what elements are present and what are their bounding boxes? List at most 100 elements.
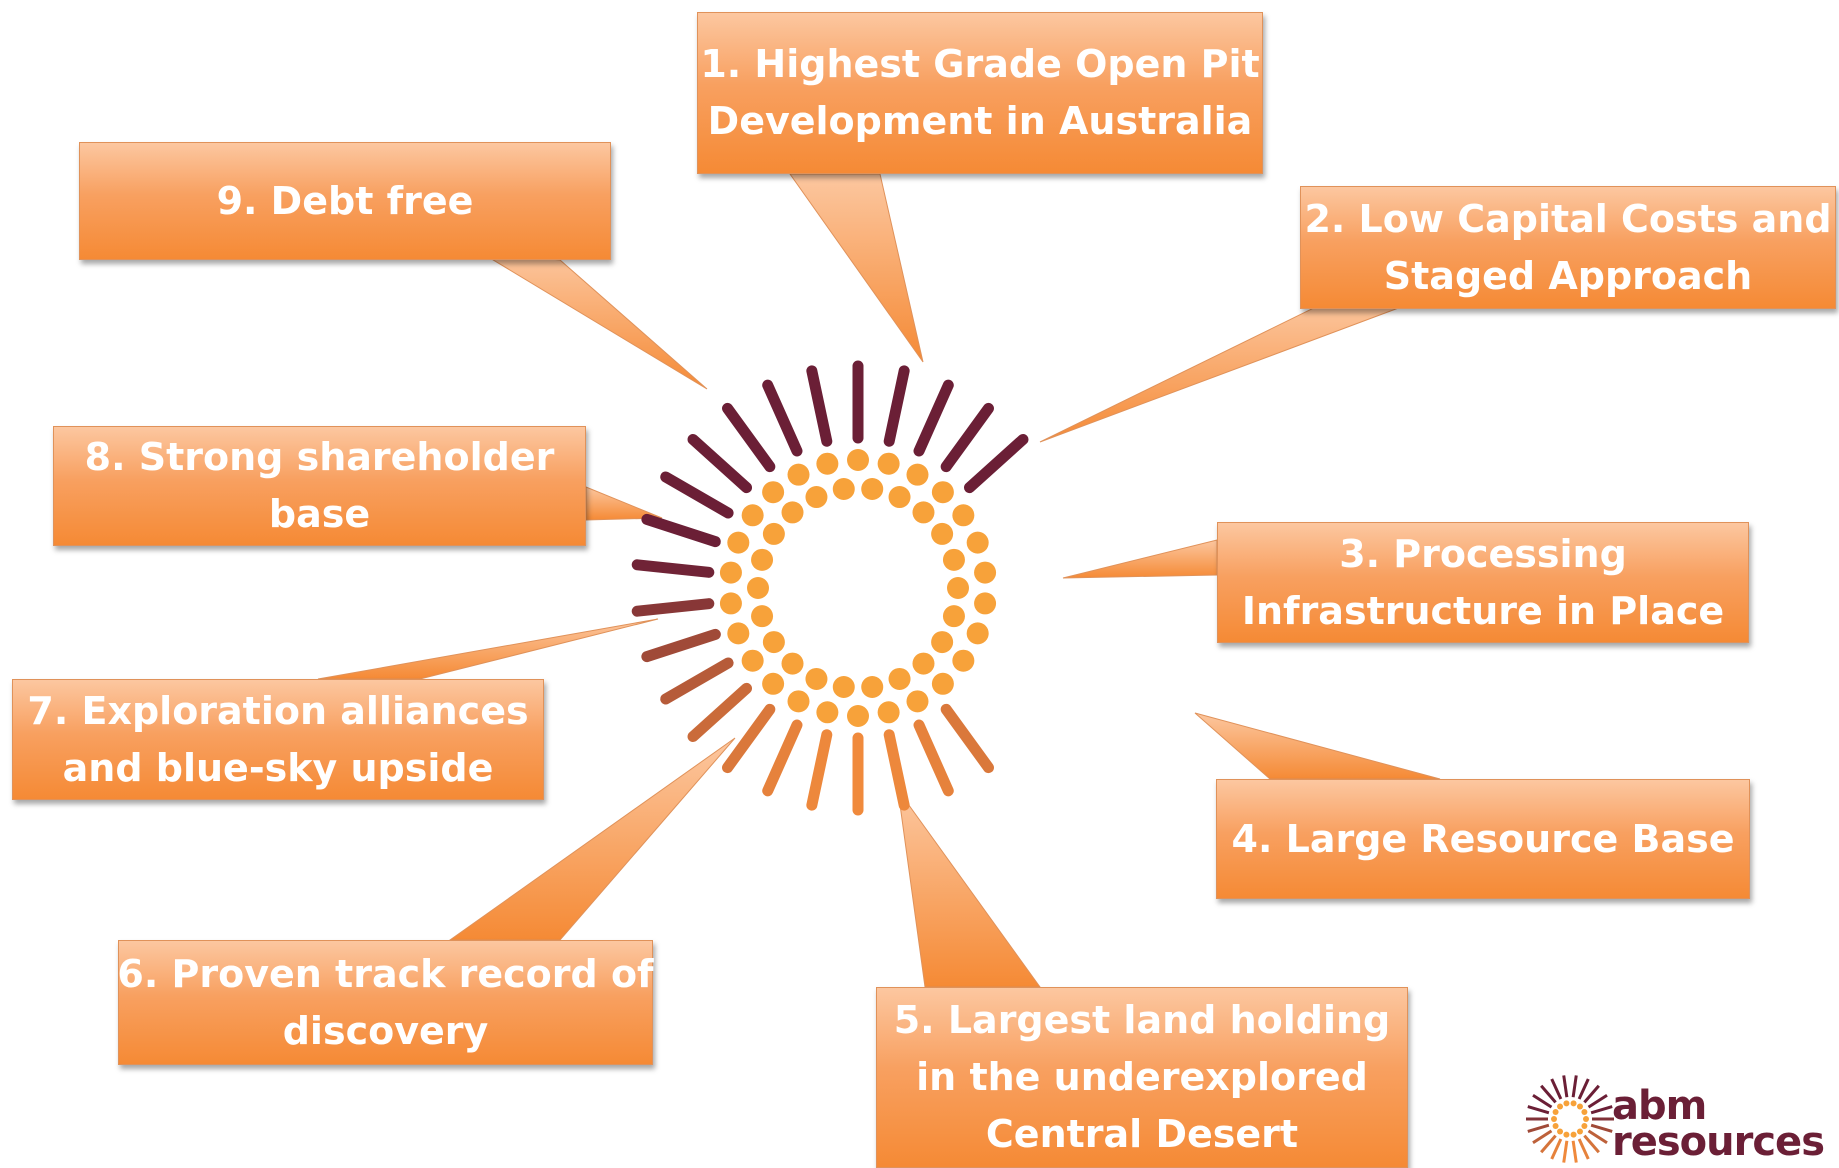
emblem-dot (762, 631, 785, 654)
emblem-dot (942, 548, 965, 571)
logo-ray (1571, 1075, 1578, 1098)
emblem-dot (888, 486, 911, 509)
emblem-ray (660, 471, 734, 519)
logo-ray (1583, 1084, 1600, 1104)
callout-9: 9. Debt free (79, 142, 611, 260)
callout-5: 5. Largest land holding in the underexpl… (876, 987, 1408, 1168)
emblem-ray (940, 402, 994, 473)
logo-dot (1557, 1103, 1564, 1110)
logo-ray (1527, 1123, 1550, 1133)
emblem-dot (847, 449, 869, 471)
logo-wordmark: abm resources (1612, 1083, 1832, 1165)
emblem-dot (931, 672, 954, 695)
callout-4: 4. Large Resource Base (1216, 779, 1750, 899)
emblem-ray (641, 513, 721, 548)
emblem-dot (912, 652, 935, 675)
emblem-dot (966, 622, 989, 645)
emblem-dot (906, 690, 929, 713)
emblem-dot (912, 501, 935, 524)
logo-ray (1550, 1138, 1563, 1160)
emblem-dot (947, 577, 969, 599)
emblem-ray (762, 719, 803, 797)
logo-ray (1583, 1134, 1600, 1154)
logo-dot (1570, 1100, 1577, 1107)
logo-ray (1532, 1129, 1553, 1145)
emblem-ray (687, 433, 753, 494)
logo-dot (1557, 1128, 1564, 1135)
emblem-dot (931, 481, 954, 504)
emblem-dot (832, 478, 855, 501)
logo-dot (1583, 1116, 1589, 1122)
logo-dot (1570, 1131, 1577, 1138)
emblem-dot (861, 675, 884, 698)
emblem-dots (719, 449, 997, 727)
logo-line-2: resources (1612, 1119, 1825, 1165)
emblem-dot (741, 649, 764, 672)
emblem-ray (687, 682, 753, 743)
emblem-dot (762, 522, 785, 545)
callout-3: 3. Processing Infrastructure in Place (1217, 522, 1749, 643)
emblem-dot (719, 561, 742, 584)
logo-ray (1571, 1140, 1578, 1163)
logo-ray (1540, 1084, 1557, 1104)
emblem-ray (913, 379, 954, 457)
callout-8: 8. Strong shareholder base (53, 426, 586, 546)
emblem-dot (719, 592, 742, 615)
logo-ray (1562, 1140, 1569, 1163)
emblem-dot (727, 622, 750, 645)
emblem-dot (906, 463, 929, 486)
emblem-rays (631, 360, 1029, 816)
logo-dot (1552, 1122, 1559, 1129)
emblem-dot (966, 531, 989, 554)
logo-ray (1550, 1078, 1563, 1100)
emblem-dot (931, 522, 954, 545)
emblem-ray (641, 628, 721, 663)
emblem-ray (883, 365, 910, 447)
logo-dot (1576, 1128, 1583, 1135)
logo-ray (1527, 1105, 1550, 1115)
callout-5-line-3: Central Desert (985, 1112, 1299, 1156)
callout-5-line-2: in the underexplored (916, 1055, 1368, 1099)
emblem-dot (816, 701, 839, 724)
emblem-ray (806, 729, 833, 811)
logo-ray (1532, 1093, 1553, 1109)
emblem-dot (931, 631, 954, 654)
logo-ray (1577, 1138, 1590, 1160)
emblem-dot (861, 478, 884, 501)
callout-2-line-1: 2. Low Capital Costs and (1304, 196, 1832, 241)
emblem-dot (781, 652, 804, 675)
emblem-dot (751, 548, 774, 571)
emblem-dot (888, 667, 911, 690)
callout-8-pointer (585, 486, 663, 521)
logo-dot (1552, 1109, 1559, 1116)
logo-ray (1540, 1134, 1557, 1154)
emblem-ray (762, 379, 803, 457)
emblem-dot (781, 501, 804, 524)
callout-1-line-2: Development in Australia (707, 99, 1253, 143)
emblem-dot (805, 667, 828, 690)
logo-dot (1576, 1103, 1583, 1110)
emblem-ray (722, 703, 776, 774)
logo-dot (1581, 1122, 1588, 1129)
emblem-dot (847, 705, 869, 727)
emblem-dot (787, 690, 810, 713)
emblem-ray (883, 729, 910, 811)
logo-line-1: abm (1612, 1083, 1707, 1129)
logo-ray (1577, 1078, 1590, 1100)
emblem-dot (816, 452, 839, 475)
callout-pointers (317, 173, 1441, 988)
emblem-dot (952, 504, 975, 527)
emblem-dot (751, 605, 774, 628)
emblem-ray (963, 433, 1029, 494)
emblem-ray (631, 559, 715, 578)
callout-6-line-2: discovery (282, 1008, 489, 1053)
callout-3-line-1: 3. Processing (1339, 531, 1627, 576)
callout-8-line-1: 8. Strong shareholder (84, 435, 555, 479)
emblem-ray (722, 402, 776, 473)
callout-1: 1. Highest Grade Open Pit Development in… (697, 12, 1263, 174)
callout-4-line-1: 4. Large Resource Base (1231, 816, 1735, 861)
emblem-dot (762, 672, 785, 695)
callout-8-line-2: base (268, 492, 371, 536)
emblem-dot (747, 577, 769, 599)
